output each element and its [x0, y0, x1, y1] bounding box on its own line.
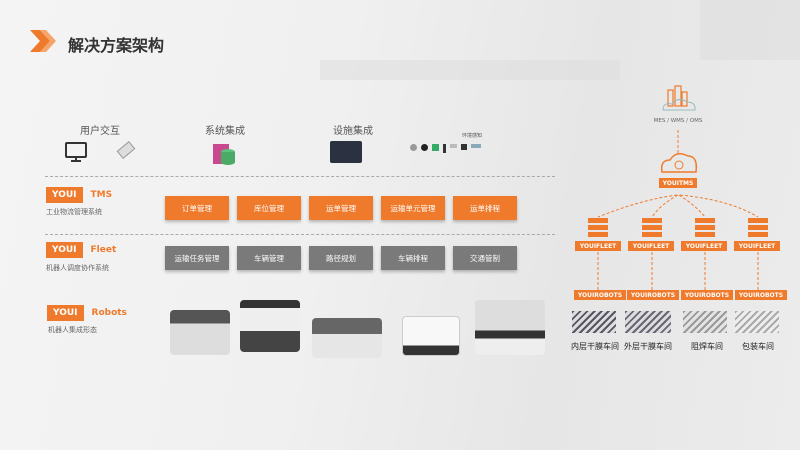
database-server-icon [213, 144, 235, 165]
youifleet-node: YOUIFLEET [575, 241, 621, 251]
workshop-label: 阻焊车间 [691, 342, 723, 351]
category-system: 系统集成 [205, 126, 245, 137]
robots-subtitle: 机器人集成形态 [48, 326, 97, 334]
youifleet-node: YOUIFLEET [681, 241, 727, 251]
workshop-label: 包装车间 [742, 342, 774, 351]
robot-image [240, 300, 300, 352]
vehicle-scheduling-button[interactable]: 车辆排程 [381, 246, 445, 270]
youi-logo: YOUI [46, 187, 83, 203]
page-title: 解决方案架构 [68, 36, 165, 55]
plc-controller-icon [330, 141, 362, 163]
path-planning-button[interactable]: 路径规划 [309, 246, 373, 270]
youi-logo: YOUI [46, 242, 83, 258]
robot-image [312, 318, 382, 358]
divider [45, 176, 555, 177]
youirobots-node: YOUIROBOTS [627, 290, 679, 300]
waybill-management-button[interactable]: 运单管理 [309, 196, 373, 220]
robot-image [475, 300, 545, 355]
workshop-image [735, 311, 779, 333]
order-management-button[interactable]: 订单管理 [165, 196, 229, 220]
tms-subtitle: 工业物流管理系统 [46, 208, 102, 216]
waybill-scheduling-button[interactable]: 运单排程 [453, 196, 517, 220]
fleet-badge: YOUI Fleet [46, 242, 116, 258]
youirobots-node: YOUIROBOTS [574, 290, 626, 300]
tms-name: TMS [90, 190, 113, 200]
youitms-node: YOUITMS [659, 178, 697, 188]
task-management-button[interactable]: 运输任务管理 [165, 246, 229, 270]
robot-image [170, 310, 230, 355]
robots-badge: YOUI Robots [47, 305, 127, 321]
monitor-icon [65, 142, 87, 162]
location-management-button[interactable]: 库位管理 [237, 196, 301, 220]
transport-unit-button[interactable]: 运输单元管理 [381, 196, 445, 220]
chevron-icon [30, 30, 56, 52]
category-facility: 设施集成 [333, 126, 373, 137]
mes-wms-oms-label: MES / WMS / OMS [653, 118, 703, 124]
youifleet-node: YOUIFLEET [734, 241, 780, 251]
divider [45, 234, 555, 235]
bg-machine [700, 0, 800, 60]
vehicle-management-button[interactable]: 车辆管理 [237, 246, 301, 270]
fleet-name: Fleet [90, 245, 117, 255]
youirobots-node: YOUIROBOTS [735, 290, 787, 300]
tms-badge: YOUI TMS [46, 187, 112, 203]
workshop-image [625, 311, 671, 333]
workshop-image [683, 311, 727, 333]
traffic-control-button[interactable]: 交通管制 [453, 246, 517, 270]
workshop-label: 内层干膜车间 [571, 342, 619, 351]
workshop-image [572, 311, 616, 333]
youirobots-node: YOUIROBOTS [681, 290, 733, 300]
robot-image [402, 316, 460, 356]
architecture-connectors [588, 85, 768, 290]
youi-logo: YOUI [47, 305, 84, 321]
robots-name: Robots [91, 308, 127, 318]
category-env: 环境感知 [461, 133, 482, 139]
category-user: 用户交互 [80, 126, 120, 137]
youifleet-node: YOUIFLEET [628, 241, 674, 251]
fleet-subtitle: 机器人调度协作系统 [46, 264, 109, 272]
bg-table [320, 60, 620, 80]
workshop-label: 外层干膜车间 [624, 342, 672, 351]
sensor-icons [410, 144, 490, 153]
